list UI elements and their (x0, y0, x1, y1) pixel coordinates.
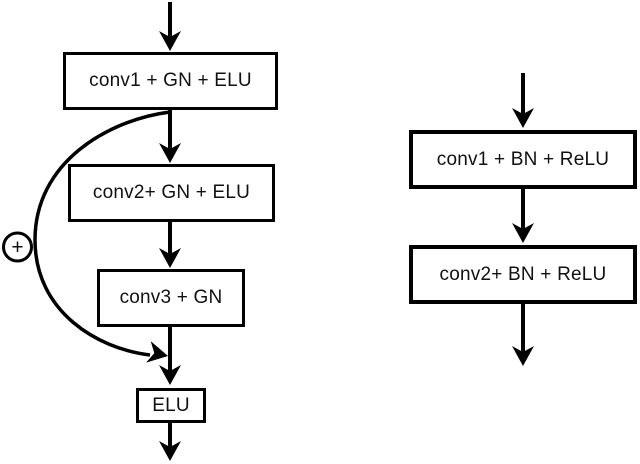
left-block-elu-label: ELU (152, 394, 190, 416)
skip-connection-curve (33, 110, 171, 363)
plus-icon: + (11, 236, 23, 259)
left-arrow-conv3-to-elu (159, 326, 181, 385)
right-block-conv2-label: conv2+ BN + ReLU (439, 263, 607, 285)
left-block-elu: ELU (136, 388, 206, 423)
right-block-conv1-bn-relu: conv1 + BN + ReLU (409, 130, 637, 189)
left-input-arrow (159, 2, 181, 51)
right-arrow-conv1-to-conv2 (512, 189, 534, 243)
right-block-conv1-label: conv1 + BN + ReLU (436, 148, 610, 170)
sum-circle (2, 231, 33, 263)
left-block-conv2-gn-elu: conv2+ GN + ELU (68, 164, 275, 222)
left-block-conv1-gn-elu: conv1 + GN + ELU (63, 52, 278, 110)
left-arrow-conv1-to-conv2 (159, 109, 181, 163)
sum-node: + (2, 231, 33, 263)
left-output-arrow (159, 422, 181, 461)
left-block-conv3-gn: conv3 + GN (97, 269, 245, 327)
left-block-conv3-label: conv3 + GN (119, 287, 223, 308)
right-block-conv2-bn-relu: conv2+ BN + ReLU (409, 245, 637, 304)
right-output-arrow (512, 304, 534, 366)
left-block-conv1-label: conv1 + GN + ELU (89, 70, 252, 91)
left-block-conv2-label: conv2+ GN + ELU (92, 182, 251, 203)
right-input-arrow (512, 73, 534, 128)
left-arrow-conv2-to-conv3 (159, 222, 181, 268)
